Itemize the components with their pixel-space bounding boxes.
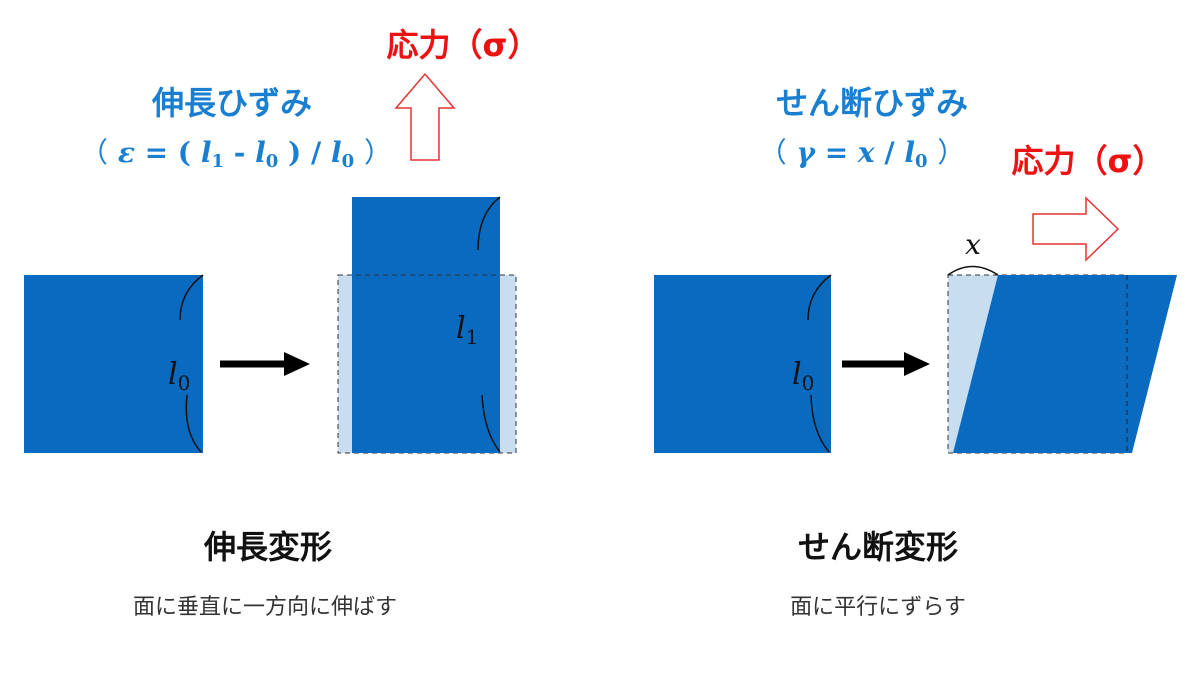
stretched-block bbox=[352, 197, 500, 453]
right-arrow-icon bbox=[284, 352, 310, 376]
hollow-up-arrow-icon bbox=[394, 72, 456, 161]
formula-l0-base: l bbox=[255, 136, 266, 169]
displacement-arc bbox=[947, 265, 999, 276]
l0-label-right-base: l bbox=[792, 357, 802, 392]
right-arrow-icon-right bbox=[904, 352, 930, 376]
shear-formula-open-paren: （ bbox=[759, 136, 787, 169]
l0-label-right-sub: 0 bbox=[802, 371, 815, 395]
shear-formula-x: x bbox=[857, 136, 875, 169]
l0-label-right: l0 bbox=[792, 357, 814, 395]
sheared-block bbox=[953, 275, 1177, 453]
original-block-right bbox=[654, 275, 831, 453]
shear-caption-desc: 面に平行にずらす bbox=[790, 595, 966, 620]
formula-close-paren: ） bbox=[364, 136, 392, 169]
shear-strain-title: せん断ひずみ bbox=[776, 84, 968, 122]
brace-l0-left bbox=[179, 274, 204, 453]
formula-l0-sub: 0 bbox=[266, 151, 279, 172]
shear-stress-label: 応力（σ） bbox=[1012, 142, 1165, 180]
shear-caption-title: せん断変形 bbox=[798, 528, 958, 566]
formula-epsilon: ε bbox=[118, 136, 135, 169]
shear-formula-equals: = bbox=[825, 136, 858, 169]
formula-divide: ) / bbox=[288, 136, 331, 169]
shear-formula: （ γ = x / l0 ） bbox=[759, 136, 966, 174]
shear-formula-close-paren: ） bbox=[937, 136, 965, 169]
elongation-caption-desc: 面に垂直に一方向に伸ばす bbox=[133, 595, 397, 620]
l0-label-left-base: l bbox=[168, 357, 178, 392]
l1-label: l1 bbox=[456, 311, 478, 349]
original-block-left bbox=[24, 275, 203, 453]
hollow-right-arrow-icon bbox=[1032, 196, 1120, 262]
shear-formula-divide: / bbox=[884, 136, 904, 169]
shear-formula-gamma: γ bbox=[796, 136, 816, 169]
elongation-stress-label: 応力（σ） bbox=[387, 26, 540, 64]
formula-equals: = ( bbox=[145, 136, 191, 169]
shear-formula-l0-base: l bbox=[904, 136, 915, 169]
formula-open-paren: （ bbox=[80, 136, 108, 169]
elongation-caption-title: 伸長変形 bbox=[203, 528, 332, 566]
formula-l1-sub: 1 bbox=[211, 151, 224, 172]
l1-label-sub: 1 bbox=[466, 325, 479, 349]
formula-l0b-sub: 0 bbox=[342, 151, 355, 172]
x-label: x bbox=[965, 228, 981, 261]
brace-l0-right bbox=[807, 274, 832, 453]
shear-formula-l0-sub: 0 bbox=[915, 151, 928, 172]
l0-label-left-sub: 0 bbox=[178, 371, 191, 395]
elongation-strain-title: 伸長ひずみ bbox=[151, 84, 312, 122]
brace-l1 bbox=[477, 196, 501, 453]
elongation-formula: （ ε = ( l1 - l0 ) / l0 ） bbox=[80, 136, 392, 174]
formula-minus: - bbox=[234, 136, 255, 169]
l0-label-left: l0 bbox=[168, 357, 190, 395]
formula-l1-base: l bbox=[201, 136, 212, 169]
formula-l0b-base: l bbox=[331, 136, 342, 169]
l1-label-base: l bbox=[456, 311, 466, 346]
